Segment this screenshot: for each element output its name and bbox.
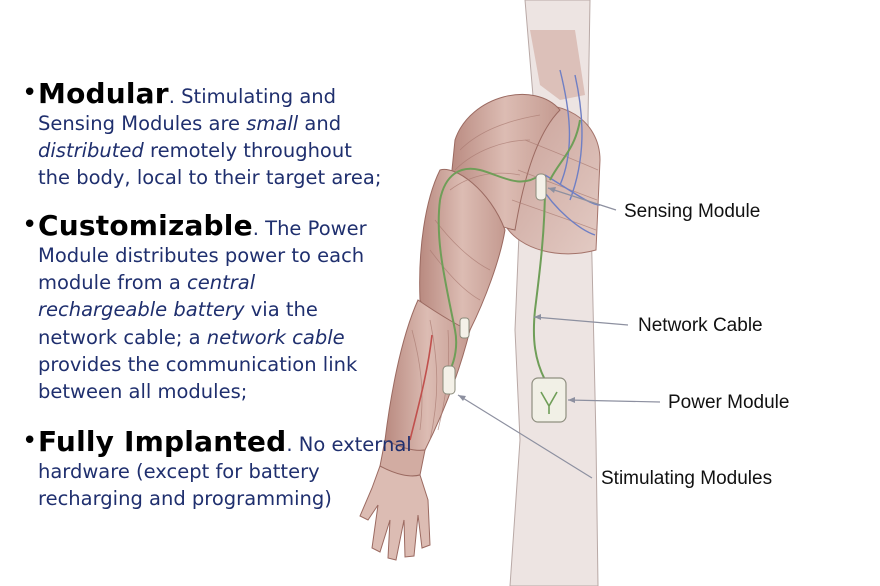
implanted-line-2: hardware (except for battery [38,460,320,483]
power-module-device [531,377,567,423]
bullet-modular: •Modular. Stimulating and Sensing Module… [22,80,402,192]
customizable-line-6: provides the communication link [38,352,358,376]
power-module-symbol [540,391,558,414]
leader-lines [457,187,661,479]
sensing-module-device [535,173,547,201]
implanted-line-3: recharging and programming) [38,487,332,511]
customizable-line-2: Module distributes power to each [38,244,365,267]
customizable-tail: . The Power [252,217,367,240]
modular-tail: . Stimulating and [168,85,337,108]
customizable-heading: Customizable [38,209,253,242]
stimulating-module-device-1 [442,365,456,395]
bullet-dot: • [22,210,38,240]
bullet-dot: • [22,78,38,108]
bullet-fully-implanted: •Fully Implanted. No external hardware (… [22,425,412,512]
bullet-dot: • [22,426,38,456]
modular-line-2: Sensing Modules are small and [38,112,342,135]
neck [530,30,585,100]
implanted-heading: Fully Implanted [38,425,287,458]
modular-heading: Modular [38,77,169,110]
leader-arrowheads [458,187,575,403]
bullet-customizable: •Customizable. The Power Module distribu… [22,212,402,405]
label-stimulating-modules: Stimulating Modules [601,468,773,489]
modular-line-4: the body, local to their target area; [38,166,382,190]
customizable-line-3: module from a central [38,271,256,295]
label-power-module: Power Module [668,392,790,413]
customizable-line-7: between all modules; [38,380,248,404]
customizable-line-4: rechargeable battery via the [38,298,318,322]
label-sensing-module: Sensing Module [624,201,761,222]
hand [359,465,431,561]
label-network-cable: Network Cable [638,315,763,336]
vessel [409,334,433,441]
implanted-tail: . No external [286,433,412,456]
customizable-line-5: network cable; a network cable [38,325,345,349]
network-cable [437,119,581,381]
modular-line-3: distributed remotely throughout [38,139,352,163]
stimulating-module-device-2 [459,317,470,339]
